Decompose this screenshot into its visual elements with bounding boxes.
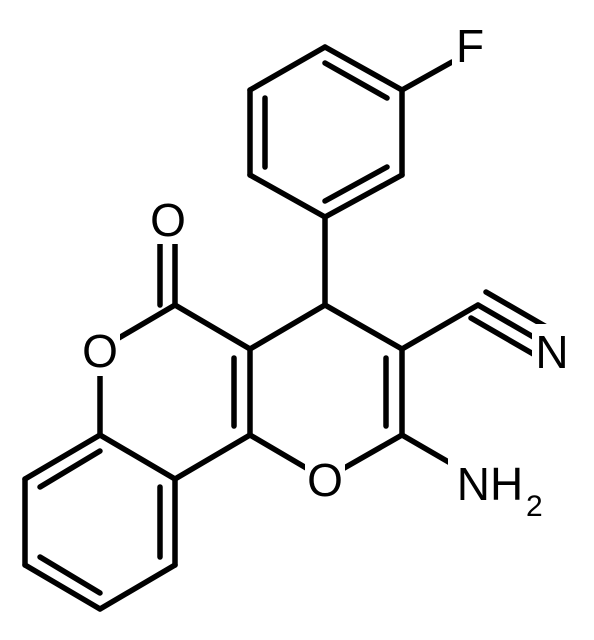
bond-ph-1 (247, 172, 328, 220)
atom-label-amino-subscript: 2 (526, 490, 543, 523)
bond-c4-c3 (322, 302, 405, 352)
bond-nitrile-2 (468, 315, 538, 358)
atom-label-layer: F O O O N NH 2 (80, 18, 574, 523)
bond-c-f (399, 59, 455, 93)
bond-nitrile-3 (483, 289, 553, 332)
bond-ph-4 (322, 44, 405, 93)
bond-ph-inner-3 (322, 164, 390, 204)
atom-label-amino: NH (457, 458, 523, 510)
atom-label-lactone-oxygen: O (82, 325, 118, 377)
bond-bz-3 (22, 562, 103, 612)
bond-c6a-c10a (97, 432, 178, 482)
bond-bz-4 (97, 562, 178, 612)
bond-bz-inner-2 (37, 554, 103, 596)
bond-ph-6 (322, 172, 405, 220)
bond-bz-inner-1 (37, 448, 103, 490)
atom-label-pyran-oxygen: O (307, 454, 343, 506)
bond-c2-n (399, 432, 455, 467)
bond-c10a-c10b (172, 432, 253, 482)
atom-label-carbonyl-oxygen: O (150, 194, 186, 246)
bond-ph-3 (247, 44, 328, 93)
bond-c3-cn (399, 302, 481, 352)
bond-bz-1 (22, 432, 103, 482)
bond-layer (22, 44, 553, 612)
bond-c4a-c5 (172, 302, 253, 352)
bond-c4a-c4 (247, 302, 328, 352)
atom-label-nitrile-nitrogen: N (535, 326, 568, 378)
atom-label-fluorine: F (456, 20, 484, 72)
bond-ph-inner-2 (322, 60, 390, 101)
bond-nitrile-1 (475, 302, 545, 345)
